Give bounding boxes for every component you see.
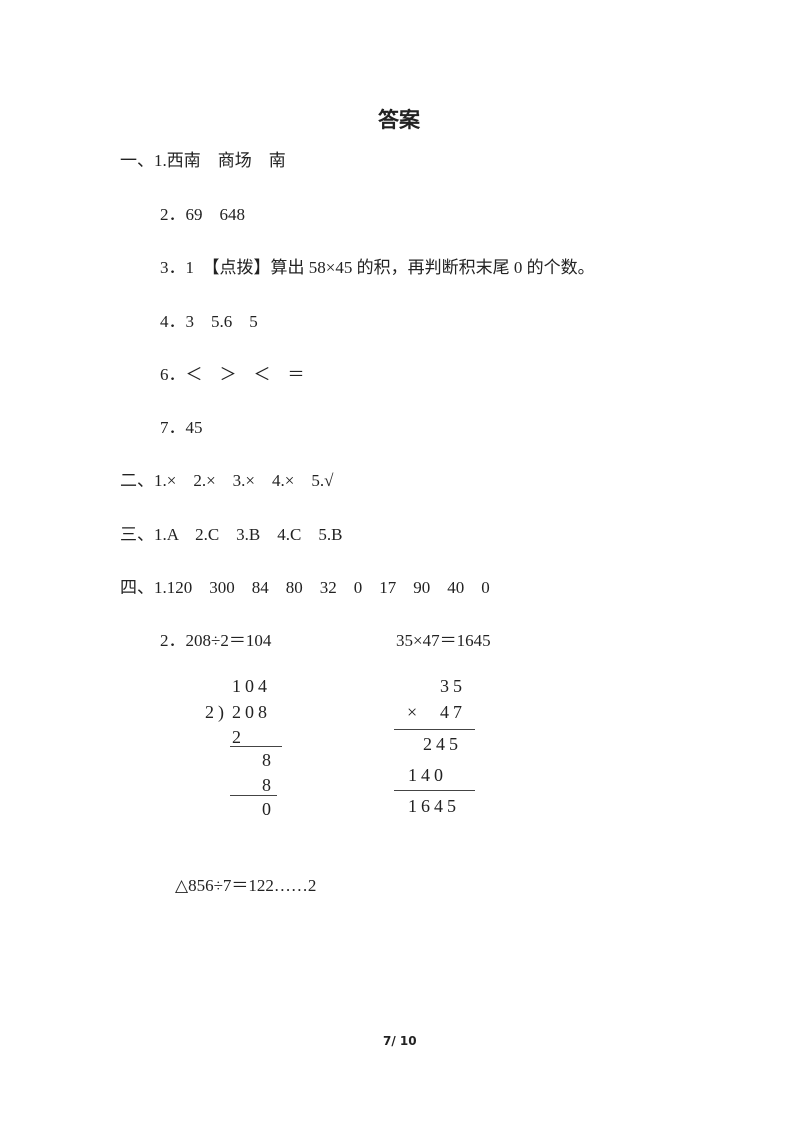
rule: [394, 729, 475, 730]
rule: [230, 795, 277, 796]
answer-line: 3．1 【点拨】算出 58×45 的积，再判断积末尾 0 的个数。: [160, 258, 595, 277]
answer-line: 一、1.西南 商场 南: [120, 151, 286, 170]
product: 1645: [408, 796, 460, 816]
times-sign: ×: [407, 702, 422, 722]
partial-product: 245: [423, 734, 462, 754]
step: 2: [232, 727, 245, 747]
divisor: 2): [205, 702, 228, 722]
answer-line: 2．69 648: [160, 205, 245, 224]
answer-line: △856÷7＝122……2: [175, 876, 317, 895]
step: 8: [262, 750, 275, 770]
answer-line: 四、1.120 300 84 80 32 0 17 90 40 0: [120, 578, 490, 597]
answer-line: 三、1.A 2.C 3.B 4.C 5.B: [120, 525, 343, 544]
page-number: 7/ 10: [383, 1034, 417, 1048]
multiplier: 47: [440, 702, 466, 722]
multiplicand: 35: [440, 676, 466, 696]
remainder: 0: [262, 799, 275, 819]
answer-line: 二、1.× 2.× 3.× 4.× 5.√: [120, 471, 334, 490]
page-title: 答案: [378, 108, 420, 132]
answer-line: 6．＜ ＞ ＜ ＝: [160, 365, 305, 384]
answer-line: 7．45: [160, 418, 203, 437]
quotient: 104: [232, 676, 271, 696]
dividend: 208: [232, 702, 271, 722]
step: 8: [262, 775, 275, 795]
answer-line: 4．3 5.6 5: [160, 312, 258, 331]
answer-line: 2．208÷2＝104: [160, 631, 272, 650]
rule: [394, 790, 475, 791]
rule: [230, 746, 282, 747]
answer-line: 35×47＝1645: [396, 631, 491, 650]
partial-product: 140: [408, 765, 447, 785]
